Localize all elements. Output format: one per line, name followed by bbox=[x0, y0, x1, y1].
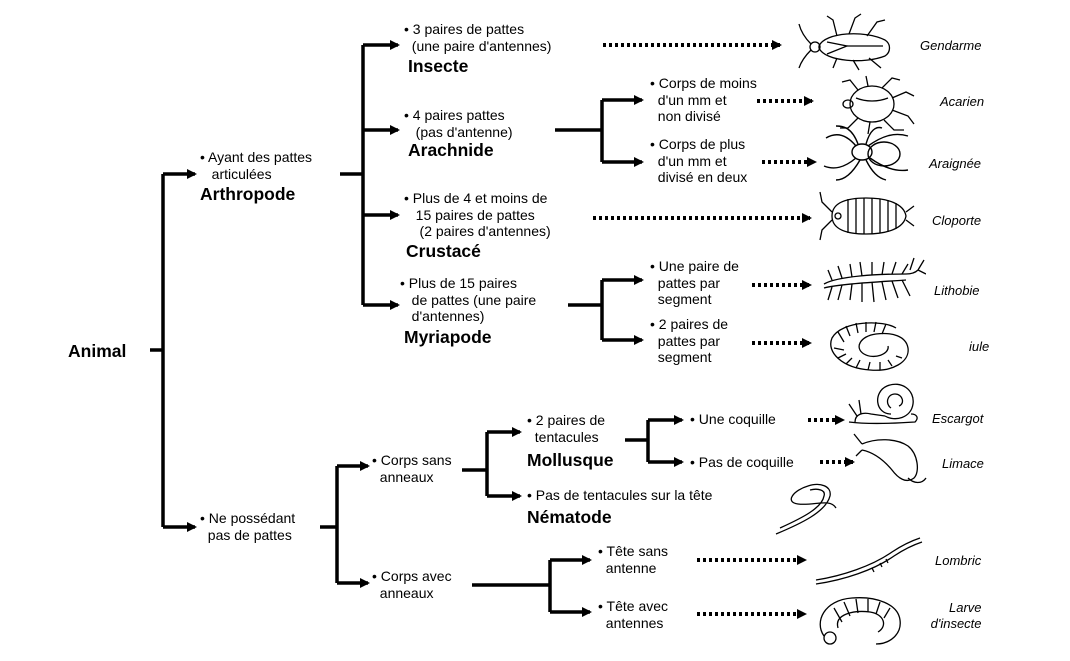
species-gendarme: Gendarme bbox=[920, 38, 982, 53]
insecte-label: Insecte bbox=[408, 56, 469, 76]
mollusque-label: Mollusque bbox=[527, 450, 614, 470]
root-label: Animal bbox=[68, 341, 127, 361]
tete-avec-criterion: • Tête avec antennes bbox=[598, 598, 669, 631]
mite-icon bbox=[840, 75, 915, 135]
insecte-criterion: • 3 paires de pattes (une paire d'antenn… bbox=[404, 21, 552, 54]
crustace-label: Crustacé bbox=[406, 241, 481, 261]
mollusque-criterion: • 2 paires de tentacules bbox=[527, 412, 606, 445]
nematode-criterion: • Pas de tentacules sur la tête bbox=[527, 487, 713, 503]
species-lombric: Lombric bbox=[935, 553, 982, 568]
arthropode-criterion: • Ayant des pattes articulées bbox=[200, 149, 313, 182]
lithobie-criterion: • Une paire de pattes par segment bbox=[650, 258, 739, 307]
earthworm-icon bbox=[815, 537, 923, 585]
slug-icon bbox=[853, 433, 927, 484]
larva-icon bbox=[819, 597, 901, 645]
pas-coquille-criterion: • Pas de coquille bbox=[690, 454, 794, 470]
species-araignee: Araignée bbox=[929, 156, 982, 171]
myriapode-label: Myriapode bbox=[404, 327, 492, 347]
myriapode-criterion: • Plus de 15 paires de pattes (une paire… bbox=[400, 275, 537, 324]
no-legs-criterion: • Ne possédant pas de pattes bbox=[200, 510, 296, 543]
acarien-criterion: • Corps de moins d'un mm et non divisé bbox=[650, 75, 757, 124]
avec-anneaux-criterion: • Corps avec anneaux bbox=[372, 568, 452, 601]
species-acarien: Acarien bbox=[940, 94, 985, 109]
millipede-icon bbox=[830, 321, 909, 371]
spider-icon bbox=[823, 125, 909, 181]
snail-icon bbox=[848, 383, 918, 425]
shield-bug-icon bbox=[798, 13, 891, 71]
species-limace: Limace bbox=[942, 456, 984, 471]
sans-anneaux-criterion: • Corps sans anneaux bbox=[372, 452, 452, 485]
crustace-criterion: • Plus de 4 et moins de 15 paires de pat… bbox=[404, 190, 551, 239]
arachnide-label: Arachnide bbox=[408, 140, 494, 160]
nematode-label: Nématode bbox=[527, 507, 612, 527]
woodlouse-icon bbox=[819, 191, 915, 241]
coquille-criterion: • Une coquille bbox=[690, 411, 776, 427]
species-lithobie: Lithobie bbox=[934, 283, 980, 298]
nematode-worm-icon bbox=[775, 483, 837, 535]
species-escargot: Escargot bbox=[932, 411, 984, 426]
tete-sans-criterion: • Tête sans antenne bbox=[598, 543, 669, 576]
species-larve: Larve d'insecte bbox=[930, 600, 982, 631]
arthropode-label: Arthropode bbox=[200, 184, 296, 204]
species-iule: iule bbox=[969, 339, 990, 354]
centipede-icon bbox=[823, 257, 926, 303]
araignee-criterion: • Corps de plus d'un mm et divisé en deu… bbox=[650, 136, 748, 185]
iule-criterion: • 2 paires de pattes par segment bbox=[650, 316, 729, 365]
arachnide-criterion: • 4 paires pattes (pas d'antenne) bbox=[404, 107, 513, 140]
species-cloporte: Cloporte bbox=[932, 213, 982, 228]
